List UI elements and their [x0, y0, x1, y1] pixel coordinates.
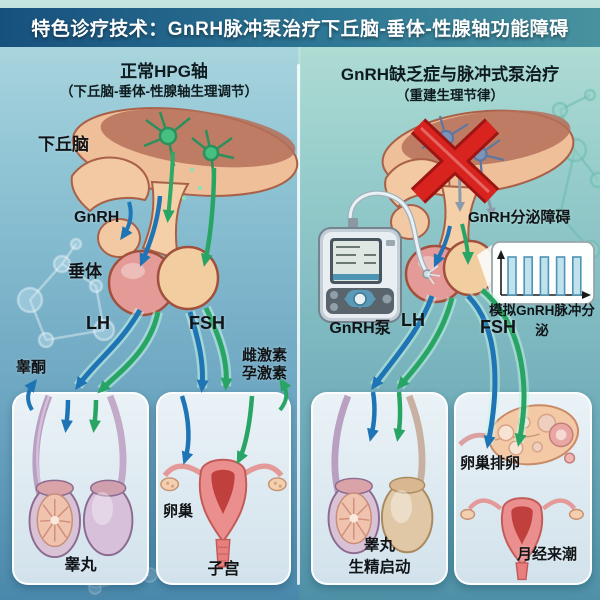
- testosterone-label: 睾酮: [16, 359, 47, 376]
- gnrh-pump-label: GnRH泵: [329, 320, 391, 337]
- testis-label-right-2: 生精启动: [348, 559, 411, 576]
- right-panel-subheading: （重建生理节律）: [396, 88, 504, 103]
- right-panel-heading: GnRH缺乏症与脉冲式泵治疗: [340, 65, 560, 84]
- progesterone-label: 孕激素: [242, 365, 288, 382]
- gnrh-label: GnRH: [74, 209, 120, 226]
- lh-label-left: LH: [86, 313, 110, 333]
- hypothalamus-label: 下丘脑: [38, 135, 89, 154]
- ovulation-label: 卵巢排卵: [460, 455, 521, 472]
- menstruation-label: 月经来潮: [517, 546, 578, 563]
- page-title: 特色诊疗技术：GnRH脉冲泵治疗下丘脑-垂体-性腺轴功能障碍: [0, 8, 600, 47]
- uterus-illustration: [160, 458, 287, 568]
- lh-label-right: LH: [401, 310, 425, 330]
- estrogen-label: 雌激素: [242, 347, 288, 364]
- uterus-box-left: [156, 392, 291, 585]
- pituitary-label: 垂体: [68, 262, 102, 281]
- testes-illustration: [327, 394, 434, 555]
- left-panel-heading: 正常HPG轴: [120, 62, 208, 81]
- testis-box-left: [12, 392, 149, 585]
- testis-label-left: 睾丸: [64, 557, 97, 574]
- uterus-label-left: 子宫: [207, 561, 240, 578]
- ovary-label-left: 卵巢: [163, 503, 194, 520]
- testis-label-right-1: 睾丸: [363, 537, 395, 554]
- fsh-label-left: FSH: [189, 313, 225, 333]
- testes-illustration: [28, 394, 134, 559]
- pulse-chart-caption: 模拟GnRH脉冲分泌: [489, 303, 595, 338]
- panel-divider: [297, 64, 300, 585]
- left-panel-subheading: （下丘脑-垂体-性腺轴生理调节）: [60, 84, 258, 99]
- gnrh-deficiency-label: GnRH分泌障碍: [468, 209, 571, 226]
- testis-box-right: [311, 392, 448, 585]
